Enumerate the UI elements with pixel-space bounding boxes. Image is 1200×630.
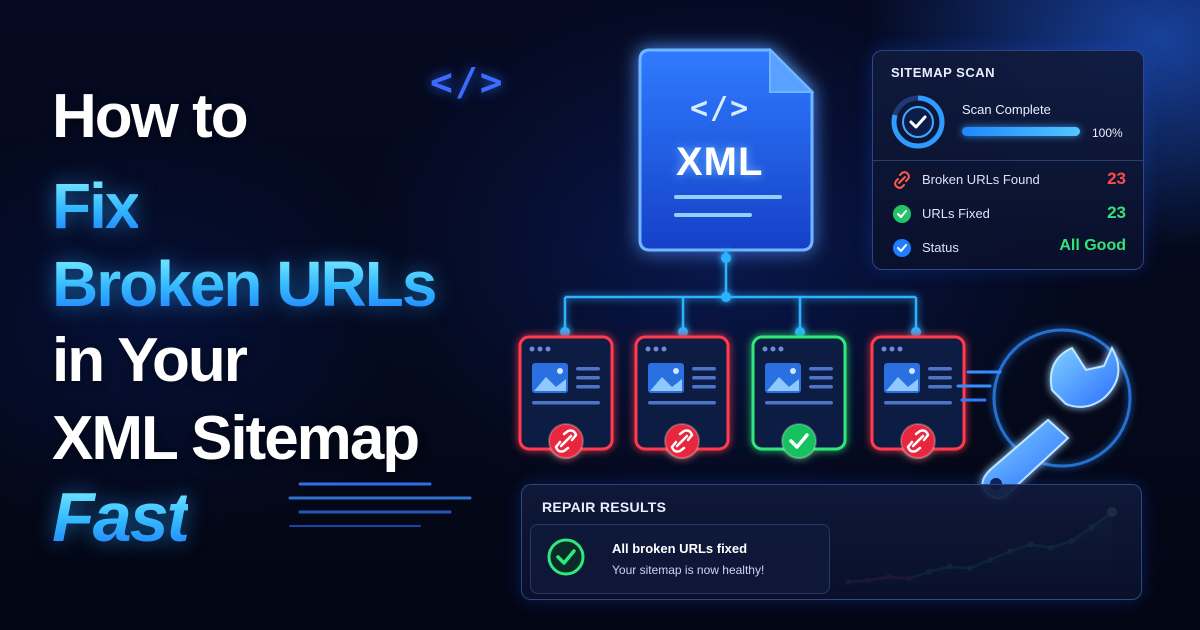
scan-progress-text: 100% [1092, 126, 1123, 140]
page-card-broken [870, 335, 966, 459]
broken-link-icon [900, 423, 936, 459]
stat-value: All Good [1059, 237, 1126, 254]
page-card-fixed [751, 335, 847, 459]
stat-urls-fixed: URLs Fixed 23 [892, 203, 1126, 225]
headline-line-5: XML Sitemap [52, 404, 420, 473]
file-type-label: XML [676, 140, 764, 184]
headline-line-1: How to [52, 82, 249, 151]
repair-message: All broken URLs fixed [612, 541, 748, 556]
page-card-broken [634, 335, 730, 459]
panel-title: SITEMAP SCAN [891, 65, 995, 80]
sitemap-scan-panel: SITEMAP SCAN [872, 50, 1144, 270]
wrench-icon [956, 328, 1132, 500]
code-brackets-icon: </> [430, 60, 505, 104]
check-badge-icon [893, 239, 911, 257]
check-circle-icon [893, 205, 911, 223]
headline-line-6: Fast [52, 478, 190, 556]
page-card-broken [518, 335, 614, 459]
scan-progress-fill [962, 127, 1080, 136]
broken-link-icon [548, 423, 584, 459]
scan-progress-bar [962, 127, 1080, 136]
connector-nodes [560, 253, 921, 337]
repair-sub-message: Your sitemap is now healthy! [612, 563, 765, 577]
stat-broken-urls: Broken URLs Found 23 [892, 169, 1126, 191]
repair-message-card [530, 524, 830, 594]
repair-results-title: REPAIR RESULTS [542, 499, 667, 515]
fixed-check-icon [781, 423, 817, 459]
stat-label: URLs Fixed [922, 206, 990, 221]
scan-status: Scan Complete [962, 102, 1051, 117]
headline-line-4: in Your [52, 326, 248, 395]
broken-link-icon [664, 423, 700, 459]
speed-lines [288, 482, 472, 527]
headline-line-2: Fix [52, 170, 140, 242]
stat-label: Broken URLs Found [922, 172, 1040, 187]
headline-line-3: Broken URLs [52, 248, 437, 320]
divider [873, 160, 1143, 161]
stat-status: Status All Good [892, 237, 1126, 259]
stat-value: 23 [1107, 169, 1126, 188]
stat-value: 23 [1107, 203, 1126, 222]
success-check-icon [547, 538, 585, 576]
stat-label: Status [922, 240, 959, 255]
broken-link-icon [894, 171, 910, 189]
scan-complete-icon [891, 95, 945, 149]
tree-connectors [563, 250, 918, 335]
xml-file-icon [638, 47, 815, 252]
file-code-icon: </> [690, 91, 751, 126]
page-cards [518, 335, 966, 459]
